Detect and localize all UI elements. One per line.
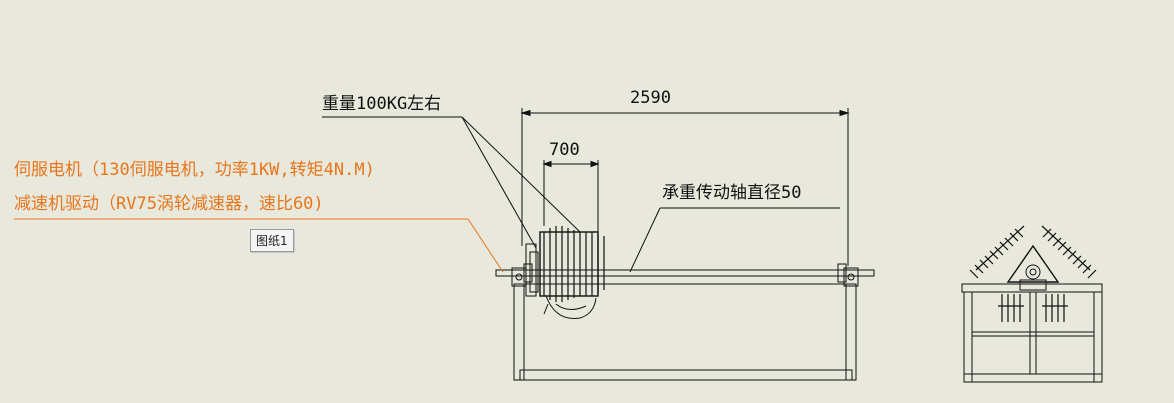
- end-view-brushes: [969, 225, 1097, 322]
- annotation-motor-line2: 减速机驱动（RV75涡轮减速器，速比60): [14, 194, 324, 214]
- annotation-motor-line1: 伺服电机（130伺服电机，功率1KW,转矩4N.M): [14, 160, 375, 180]
- leader-motor: [14, 218, 504, 273]
- dimension-700: [542, 160, 600, 232]
- side-view-shaft: [495, 263, 875, 283]
- annotation-shaft: 承重传动轴直径50: [662, 183, 802, 203]
- sheet-tab[interactable]: 图纸1: [250, 229, 294, 252]
- dimension-label-700: 700: [549, 140, 580, 160]
- annotation-weight: 重量100KG左右: [322, 94, 442, 114]
- side-view-frame: [511, 267, 859, 381]
- leader-weight: [322, 116, 581, 249]
- leader-shaft: [629, 207, 840, 273]
- motor-reducer: [525, 243, 539, 297]
- brush-bristles: [543, 226, 605, 302]
- end-view: [961, 225, 1103, 383]
- roller-brush: [539, 226, 605, 320]
- dimension-label-2590: 2590: [630, 88, 671, 108]
